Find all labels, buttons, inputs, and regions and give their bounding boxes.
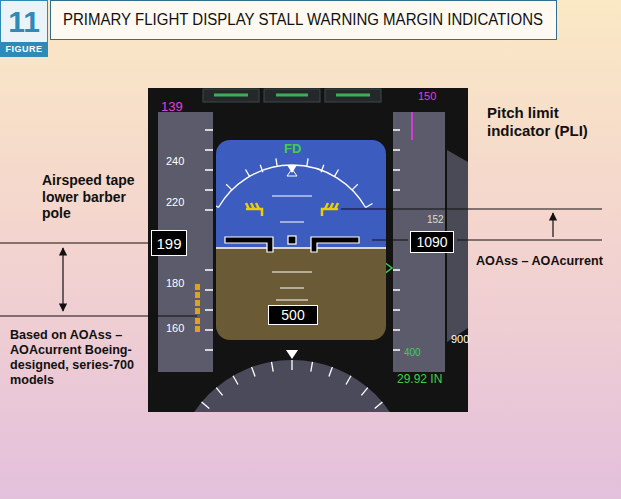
baro-setting: 29.92 IN (397, 372, 442, 386)
flight-director-flag: FD (284, 141, 301, 156)
airspeed-readout: 199 (151, 230, 187, 256)
selected-altitude: 152 (427, 214, 444, 226)
callout-note: Based on AOAss – AOAcurrent Boeing-desig… (10, 328, 146, 387)
speed-tape-number: 240 (166, 155, 184, 168)
vertical-speed-value: 900 (451, 333, 469, 346)
readout-value: 199 (156, 236, 181, 251)
readout-value: 1090 (416, 235, 447, 249)
speed-bug-value: 139 (161, 99, 183, 114)
title-box: PRIMARY FLIGHT DISPLAY STALL WARNING MAR… (50, 0, 557, 40)
speed-tape-number: 180 (166, 277, 184, 290)
callout-label: Pitch limit indicator (PLI) (487, 104, 611, 139)
speed-tape-number: 160 (166, 322, 184, 335)
speed-tape-number: 220 (166, 196, 184, 209)
figure-tag: FIGURE (1, 42, 47, 56)
radio-altitude-box: 500 (268, 305, 318, 325)
callout-label: Airspeed tape lower barber pole (42, 172, 144, 222)
figure-number: 11 (1, 1, 47, 42)
altitude-readout: 1090 (410, 231, 454, 253)
readout-value: 500 (281, 308, 304, 322)
margin-formula: AOAss – AOAcurrent (476, 254, 616, 269)
baro-minimums: 400 (404, 347, 421, 359)
figure-number-badge: 11FIGURE (0, 0, 48, 57)
altitude-bug-value: 150 (418, 90, 436, 103)
primary-flight-display (148, 88, 468, 499)
figure-title: PRIMARY FLIGHT DISPLAY STALL WARNING MAR… (63, 11, 543, 29)
